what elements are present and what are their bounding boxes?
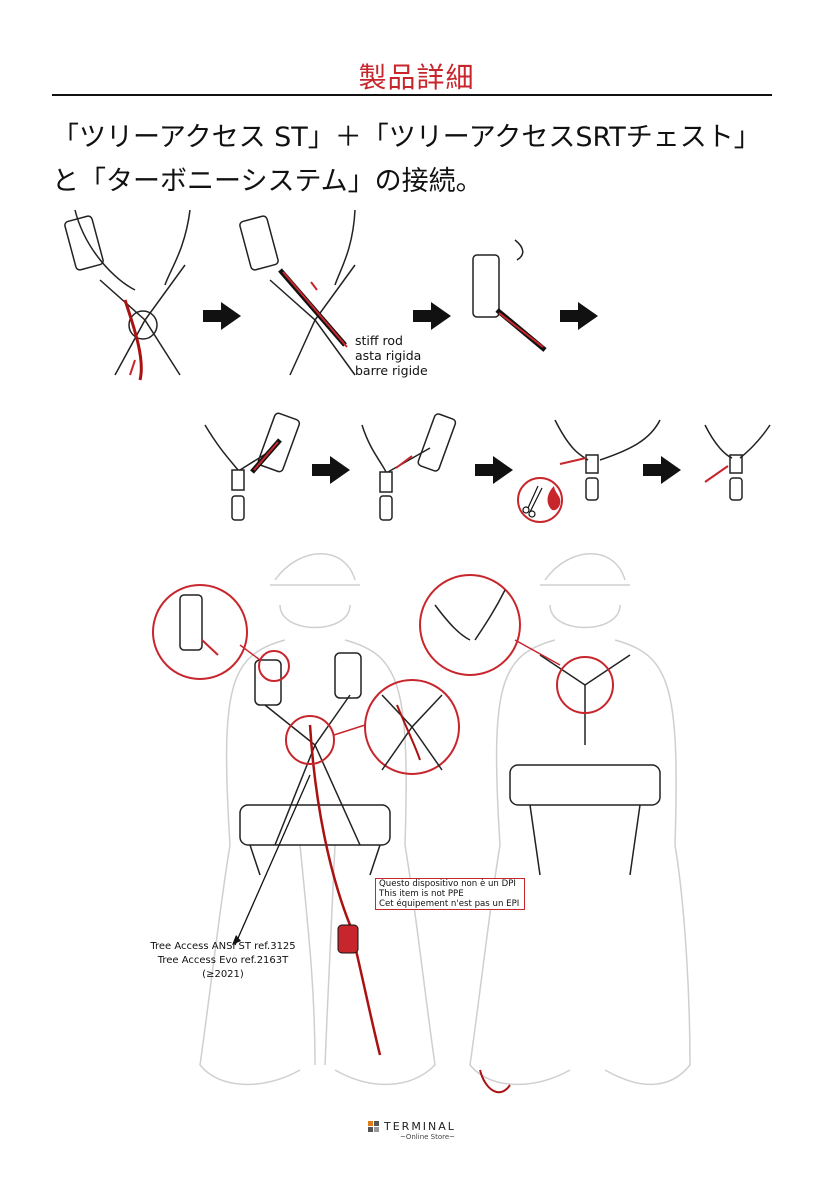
back-figure xyxy=(469,553,691,1086)
step-6-illustration xyxy=(517,419,661,523)
step-2-illustration xyxy=(239,209,356,376)
footer-brand: TERMINAL ~Online Store~ xyxy=(368,1120,478,1148)
front-figure xyxy=(199,553,436,1086)
intro-text: 「ツリーアクセス ST」＋「ツリーアクセスSRTチェスト」 と「ターボニーシステ… xyxy=(52,116,812,204)
arrow-right-icon xyxy=(560,302,598,330)
step-1-illustration xyxy=(64,209,191,381)
intro-line-1: 「ツリーアクセス ST」＋「ツリーアクセスSRTチェスト」 xyxy=(52,122,761,153)
rope-device xyxy=(337,924,359,954)
page-heading: 製品詳細 xyxy=(358,61,475,94)
stiff-rod-en: stiff rod xyxy=(355,333,403,348)
foot-loop xyxy=(479,1069,511,1094)
flame-icon xyxy=(547,486,561,511)
scissors-icon xyxy=(522,485,543,518)
tree-access-label: Tree Access ANSI ST ref.3125 Tree Access… xyxy=(138,940,308,982)
rope-pointer xyxy=(232,774,311,946)
step-5-illustration xyxy=(361,413,457,521)
arrow-right-icon xyxy=(312,456,350,484)
harness-figures xyxy=(152,553,691,1094)
rope xyxy=(308,724,382,1056)
not-ppe-fr: Cet équipement n'est pas un EPI xyxy=(379,898,520,909)
step-3-illustration xyxy=(472,239,547,352)
step-row-2 xyxy=(204,412,771,523)
stiff-rod-fr: barre rigide xyxy=(355,363,428,378)
terminal-logo-icon xyxy=(368,1121,379,1132)
arrow-right-icon xyxy=(475,456,513,484)
detail-circle-cross xyxy=(285,679,460,775)
step-row-1 xyxy=(64,209,598,381)
brand-subtitle: ~Online Store~ xyxy=(400,1133,456,1141)
brand-name: TERMINAL xyxy=(384,1120,456,1133)
not-ppe-it: Questo dispositivo non è un DPI xyxy=(379,879,516,889)
stiff-rod-it: asta rigida xyxy=(355,348,422,363)
arrow-right-icon xyxy=(643,456,681,484)
intro-line-2: と「ターボニーシステム」の接続。 xyxy=(52,166,483,197)
not-ppe-en: This item is not PPE xyxy=(379,888,464,899)
arrow-right-icon xyxy=(203,302,241,330)
not-ppe-note: Questo dispositivo non è un DPI This ite… xyxy=(375,878,525,910)
front-harness xyxy=(239,652,391,876)
heading-rule xyxy=(52,94,772,96)
back-harness xyxy=(509,654,661,876)
stiff-rod-label: stiff rod asta rigida barre rigide xyxy=(355,333,428,378)
tree-access-ansi: Tree Access ANSI ST ref.3125 xyxy=(150,941,296,952)
step-4-illustration xyxy=(204,412,301,521)
tree-access-evo: Tree Access Evo ref.2163T (≥2021) xyxy=(157,955,289,980)
step-7-illustration xyxy=(704,424,771,501)
arrow-right-icon xyxy=(413,302,451,330)
detail-circle-shoulder xyxy=(152,584,290,682)
detail-circle-back xyxy=(419,574,614,714)
